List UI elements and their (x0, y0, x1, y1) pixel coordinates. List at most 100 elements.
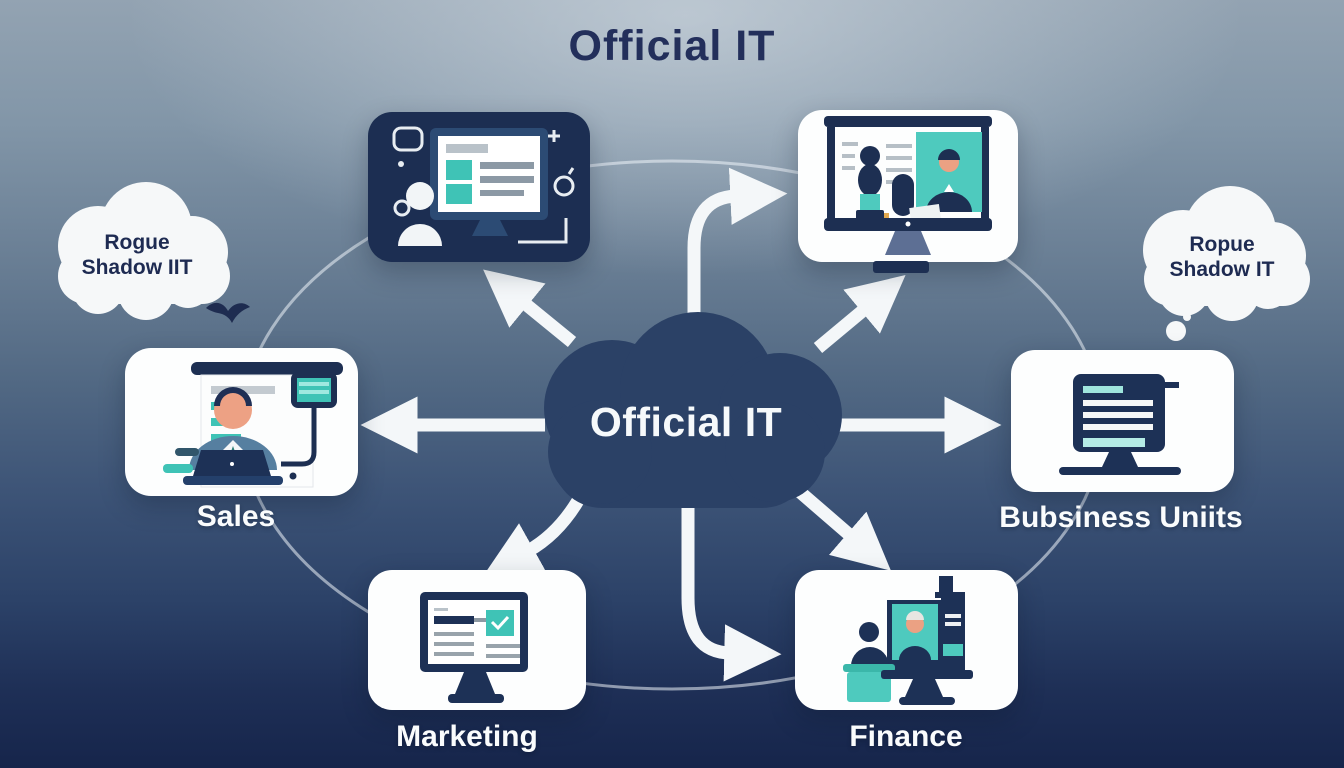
screen-line (486, 644, 520, 648)
thought-droplet-icon (1166, 313, 1191, 341)
plus-icon (548, 130, 560, 142)
circle-icon (553, 175, 575, 197)
sales-label: Sales (196, 500, 276, 533)
board-top-bar (191, 362, 343, 375)
text-line (842, 166, 855, 170)
connector-line (281, 408, 317, 467)
thought-cloud-left-text: Rogue Shadow IIT (52, 230, 222, 280)
marketing-label: Marketing (396, 720, 538, 753)
screen-line-1 (480, 162, 534, 169)
monitor-post-right (981, 127, 989, 225)
screen-teal-line (1083, 386, 1123, 393)
laptop-logo-dot (230, 462, 234, 466)
monitor-base (448, 694, 504, 703)
card-marketing (368, 570, 586, 710)
thought-cloud-right (1143, 186, 1310, 321)
dot-icon (398, 161, 404, 167)
dot-icon (289, 472, 297, 480)
arrow-bent-bottom (681, 508, 782, 682)
desk-surface (881, 670, 973, 679)
screen-line-3 (480, 190, 524, 196)
text-line (886, 168, 912, 172)
caller-torso (858, 164, 882, 196)
card-sales (125, 348, 358, 496)
frame-icon (392, 126, 424, 152)
thought-cloud-left-line2: Shadow IIT (81, 256, 193, 280)
tablet-line (299, 390, 329, 394)
teal-pill (163, 464, 193, 473)
monitor-base (899, 697, 955, 705)
caller-head (860, 146, 880, 166)
callee-hair (938, 149, 960, 160)
check-icon (490, 615, 510, 631)
arrow-down-right (795, 487, 891, 571)
monitor-stand (472, 220, 508, 236)
screen-line-2 (480, 176, 534, 183)
monitor-stand (455, 672, 495, 694)
page-title: Official IT (568, 22, 776, 70)
text-line (886, 156, 912, 160)
monitor-post-left (827, 127, 835, 225)
small-circle-icon (393, 199, 411, 217)
arrow-bent-top (687, 167, 788, 322)
callee-collar (944, 184, 954, 192)
callee-hair (906, 611, 924, 620)
progress-bar (434, 616, 474, 624)
cabinet-lip (935, 592, 965, 598)
side-tab (1165, 382, 1179, 388)
amber-accent (884, 213, 889, 222)
tick-icon (567, 167, 575, 175)
card-official-dashboard (368, 112, 590, 262)
person-face (214, 391, 252, 429)
text-line (886, 144, 912, 148)
monitor-top-bar (824, 116, 992, 127)
monitor-stand (1102, 452, 1138, 467)
sales-presenter-icon (163, 362, 343, 488)
screen-line (1083, 412, 1153, 418)
thought-cloud-left (58, 182, 230, 320)
webcam-dot (905, 221, 911, 227)
screen-line (434, 652, 474, 656)
paper (909, 203, 941, 223)
thought-cloud-right-text: Ropue Shadow IT (1137, 232, 1307, 282)
text-line (842, 154, 855, 158)
bracket-icon (518, 218, 568, 244)
progress-tail (474, 618, 488, 622)
desk-lip (843, 664, 895, 672)
video-call-monitor-icon (824, 116, 992, 255)
worker-head (859, 622, 879, 642)
caller-legs (860, 194, 880, 210)
official-it-label: Official IT (589, 399, 783, 445)
arrow-up-left (483, 269, 577, 348)
desk-box (847, 672, 891, 702)
cabinet-drawer (943, 644, 963, 656)
check-square (486, 610, 514, 636)
arrow-up-right (813, 275, 906, 353)
monitor-stand (905, 679, 943, 697)
monitor-base (873, 261, 929, 273)
user-head (406, 182, 434, 210)
person-hair (214, 387, 252, 406)
official-it-cloud (544, 312, 842, 508)
screen-teal-wide-line (1083, 438, 1145, 447)
finance-desk-icon (843, 576, 973, 705)
marketing-monitor-icon (420, 592, 528, 703)
user-body (398, 224, 442, 246)
thought-cloud-left-line1: Rogue (104, 231, 170, 254)
screen-tile-1 (446, 160, 472, 180)
laptop-base (183, 476, 283, 485)
screen-line (486, 654, 520, 658)
monitor-base (1059, 467, 1181, 475)
dark-pillar (892, 174, 914, 216)
monitor-stand (885, 231, 931, 255)
cabinet-line (945, 622, 961, 626)
dashboard-monitor-icon (392, 126, 575, 246)
screen-tile-2 (446, 184, 472, 204)
screen-line (434, 632, 474, 636)
screen-title-line (434, 608, 448, 611)
finance-label: Finance (849, 720, 963, 753)
worker-body (851, 647, 889, 666)
thought-cloud-right-line2: Shadow IT (1169, 258, 1275, 282)
thought-cloud-right-line1: Ropue (1189, 233, 1255, 256)
